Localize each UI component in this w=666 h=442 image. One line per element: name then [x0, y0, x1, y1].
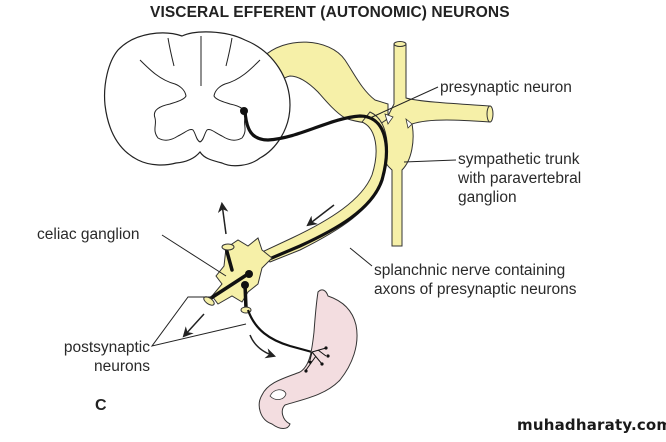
leader-presynaptic-neuron — [369, 86, 439, 119]
label-presynaptic-neuron: presynaptic neuron — [440, 79, 572, 96]
arrow-down-left — [182, 313, 205, 338]
stomach — [258, 289, 358, 429]
label-splanchnic-nerve-line2: axons of presynaptic neurons — [374, 281, 577, 298]
celiac-ganglion — [203, 237, 273, 314]
sympathetic-trunk — [378, 43, 491, 247]
trunk-top-cut-end — [393, 41, 407, 47]
arrow-down-splanchnic — [306, 204, 335, 227]
label-sympathetic-trunk-line2: with paravertebral — [458, 170, 582, 187]
panel-letter: C — [95, 397, 107, 414]
arrow-curve-to-stomach — [249, 334, 276, 359]
diagram-title: VISCERAL EFFERENT (AUTONOMIC) NEURONS — [150, 4, 510, 21]
leader-celiac-ganglion — [161, 234, 227, 277]
leader-splanchnic-nerve — [349, 247, 373, 267]
leader-postsynaptic-neurons — [150, 296, 247, 347]
gray-ramus-cut-end — [486, 105, 494, 123]
watermark: muhadharaty.com — [517, 416, 666, 434]
label-postsynaptic-neurons-line2: neurons — [93, 358, 150, 375]
label-celiac-ganglion: celiac ganglion — [37, 226, 140, 243]
presynaptic-cell-body — [240, 107, 248, 115]
label-sympathetic-trunk-line3: ganglion — [458, 189, 517, 206]
arrow-up-from-ganglion — [217, 201, 229, 235]
label-sympathetic-trunk-line1: sympathetic trunk — [458, 151, 580, 168]
spinal-nerve-root — [261, 41, 389, 126]
spinal-cord-cross-section — [103, 31, 291, 167]
presynaptic-axon — [243, 108, 388, 270]
label-postsynaptic-neurons-line1: postsynaptic — [63, 339, 150, 356]
label-splanchnic-nerve-line1: splanchnic nerve containing — [374, 262, 566, 279]
postsynaptic-axon — [246, 309, 313, 354]
leader-sympathetic-trunk — [403, 159, 457, 163]
